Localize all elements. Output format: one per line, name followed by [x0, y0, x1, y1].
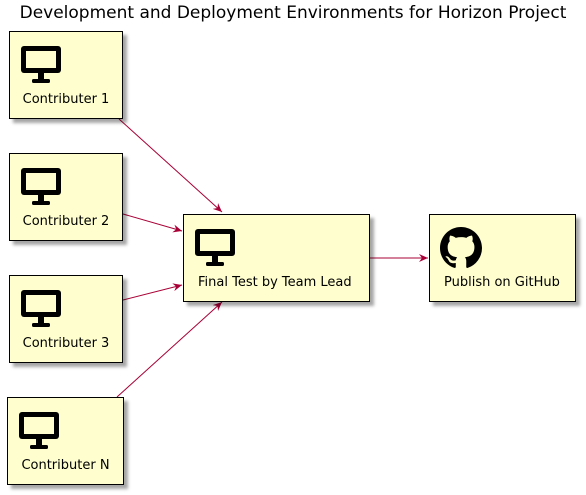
node-label: Contributer 3 [22, 336, 110, 351]
node-label: Contributer N [21, 458, 110, 473]
edge-contributer-1-to-final-test [118, 118, 223, 213]
diagram-title: Development and Deployment Environments … [19, 3, 567, 23]
node-contributer-1: Contributer 1 [9, 31, 123, 119]
node-label: Final Test by Team Lead [198, 275, 352, 290]
node-label: Publish on GitHub [444, 275, 560, 290]
node-label: Contributer 1 [22, 92, 110, 107]
desktop-monitor-icon [18, 410, 60, 456]
desktop-monitor-icon [20, 288, 62, 334]
desktop-monitor-icon [20, 44, 62, 90]
node-contributer-3: Contributer 3 [9, 275, 123, 363]
desktop-monitor-icon [20, 166, 62, 212]
node-label: Contributer 2 [22, 214, 110, 229]
desktop-monitor-icon [194, 227, 236, 273]
edge-contributer-3-to-final-test [122, 283, 183, 301]
edge-contributer-2-to-final-test [122, 213, 183, 233]
edge-contributer-n-to-final-test [116, 301, 223, 398]
node-final-test: Final Test by Team Lead [183, 214, 370, 302]
node-publish-github: Publish on GitHub [429, 214, 576, 302]
github-icon [440, 227, 482, 273]
node-contributer-n: Contributer N [7, 397, 124, 485]
node-contributer-2: Contributer 2 [9, 153, 123, 241]
